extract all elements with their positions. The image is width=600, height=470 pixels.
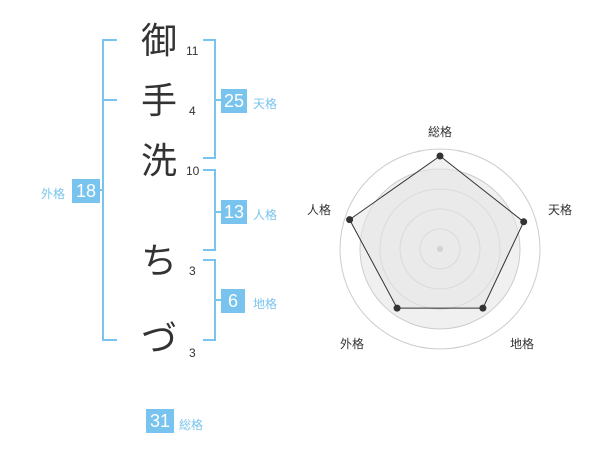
- jinkaku-label: 人格: [253, 208, 278, 222]
- radar-axis-label-soukaku: 総格: [428, 125, 453, 139]
- gaikaku-value-badge: 18: [72, 179, 100, 203]
- stroke-count-2: 4: [189, 104, 196, 118]
- radar-axis-label-gaikaku: 外格: [340, 337, 365, 351]
- stroke-count-4: 3: [189, 264, 196, 278]
- stroke-count-3: 10: [186, 164, 200, 178]
- radar-point-4: [393, 304, 401, 312]
- radar-point-3: [479, 304, 487, 312]
- fortune-radar-chart: [339, 148, 541, 350]
- jinkaku-value-badge: 13: [221, 200, 247, 224]
- tenkaku-bracket: [203, 39, 221, 159]
- stroke-count-5: 3: [189, 346, 196, 360]
- radar-axis-label-chikaku: 地格: [510, 337, 535, 351]
- radar-value-polygon: [348, 155, 525, 309]
- radar-axis-label-tenkaku: 天格: [548, 203, 573, 217]
- radar-point-5: [346, 216, 354, 224]
- radar-point-1: [436, 152, 444, 160]
- name-char-2: 手: [141, 81, 178, 122]
- chikaku-label: 地格: [253, 297, 278, 311]
- radar-axis-label-jinkaku: 人格: [307, 203, 332, 217]
- radar-point-2: [520, 218, 528, 226]
- chikaku-bracket: [203, 259, 221, 341]
- name-char-3: 洗: [141, 141, 178, 182]
- chikaku-value-badge: 6: [221, 289, 245, 313]
- jinkaku-bracket: [203, 169, 221, 251]
- name-char-1: 御: [141, 21, 178, 62]
- soukaku-label: 総格: [179, 418, 204, 432]
- name-char-5: づ: [141, 319, 178, 360]
- stroke-count-1: 11: [186, 44, 199, 58]
- radar-ring: [339, 148, 541, 350]
- tenkaku-label: 天格: [253, 97, 278, 111]
- gaikaku-label: 外格: [41, 187, 66, 201]
- name-char-4: ち: [141, 241, 178, 282]
- tenkaku-value-badge: 25: [221, 89, 247, 113]
- soukaku-value-badge: 31: [146, 409, 174, 433]
